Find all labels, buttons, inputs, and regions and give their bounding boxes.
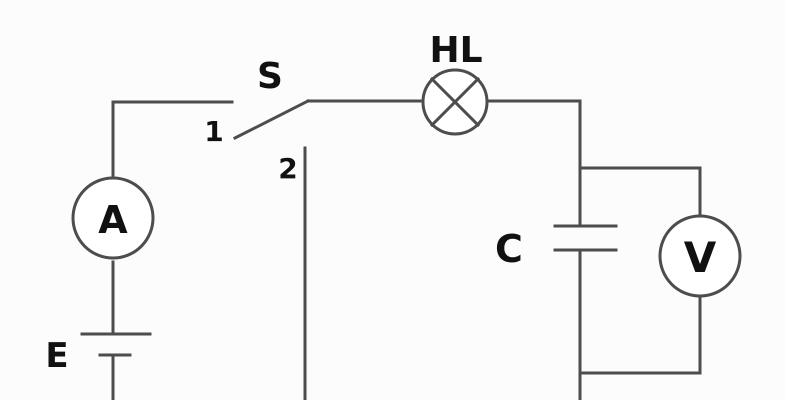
voltmeter-circle (658, 214, 742, 298)
left-branch (111, 100, 234, 400)
battery: E (45, 332, 152, 376)
ammeter-circle (71, 176, 155, 260)
contact-1-label: 1 (204, 115, 223, 148)
battery-label: E (45, 336, 68, 376)
lamp: HL (421, 30, 489, 136)
contact-2-label: 2 (278, 152, 297, 185)
switch-blade (232, 98, 311, 141)
lamp-cross-b (429, 76, 481, 128)
capacitor: C (495, 224, 618, 271)
lamp-label: HL (429, 30, 482, 71)
switch-label: S (257, 56, 283, 97)
voltmeter-label: V (684, 233, 717, 282)
right-branch (485, 99, 702, 400)
ammeter: A (71, 176, 155, 260)
capacitor-label: C (495, 227, 523, 271)
ammeter-label: A (98, 198, 128, 242)
voltmeter: V (658, 214, 742, 298)
switch: S 1 2 (204, 56, 422, 400)
